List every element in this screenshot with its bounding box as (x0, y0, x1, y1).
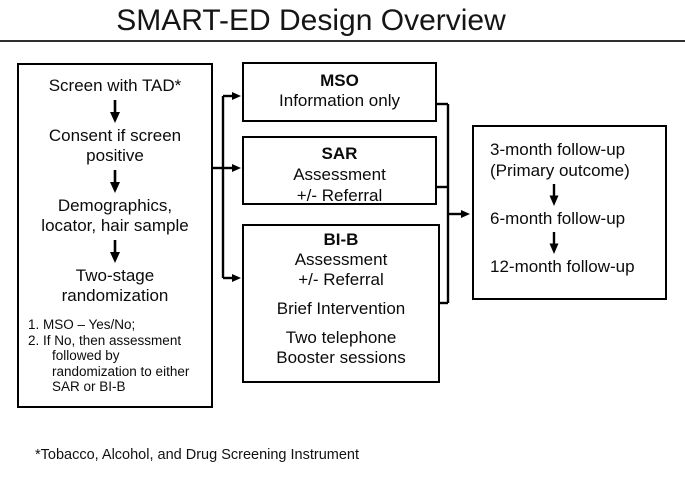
screening-step: Two-stage randomization (61, 266, 169, 305)
note-line: 2. If No, then assessment (28, 332, 182, 348)
arm-box-sar: SAR Assessment +/- Referral (242, 136, 437, 205)
footnote: *Tobacco, Alcohol, and Drug Screening In… (35, 447, 360, 463)
slide-title: SMART-ED Design Overview (116, 4, 506, 37)
down-arrow-icon (549, 232, 559, 254)
note-line: randomization to either (52, 363, 190, 379)
followup-line: 12-month follow-up (490, 257, 635, 276)
followup-line: (Primary outcome) (490, 161, 630, 180)
followup-line: 6-month follow-up (490, 209, 626, 228)
arm-line: Information only (279, 91, 400, 110)
screening-step: Screen with TAD* (48, 76, 182, 95)
down-arrow-icon (110, 240, 120, 263)
followup-line: 3-month follow-up (490, 140, 626, 159)
title-divider (0, 40, 685, 42)
arm-line: +/- Referral (298, 270, 384, 289)
arm-line: Brief Intervention (276, 299, 406, 318)
arm-title: SAR (321, 144, 358, 163)
screening-box: Screen with TAD* Consent if screen posit… (17, 63, 213, 408)
note-line: followed by (52, 348, 120, 363)
arm-line: Assessment (294, 250, 388, 269)
note-line: 1. MSO – Yes/No; (28, 317, 136, 332)
arm-line: Booster sessions (276, 348, 406, 367)
arm-title: BI-B (323, 230, 359, 249)
arm-line: Two telephone (285, 328, 397, 347)
down-arrow-icon (549, 184, 559, 206)
arm-line: Assessment (293, 165, 386, 184)
arm-box-mso: MSO Information only (242, 62, 437, 122)
arm-box-bib: BI-B Assessment +/- Referral Brief Inter… (242, 224, 440, 383)
arm-title: MSO (320, 71, 359, 90)
screening-step: Demographics, locator, hair sample (41, 196, 189, 235)
note-line: SAR or BI-B (52, 379, 126, 394)
screening-step: Consent if screen positive (48, 126, 182, 165)
randomization-notes: 1. MSO – Yes/No; 2. If No, then assessme… (19, 317, 211, 395)
down-arrow-icon (110, 170, 120, 193)
arm-line: +/- Referral (296, 186, 383, 205)
down-arrow-icon (110, 100, 120, 123)
followup-box: 3-month follow-up (Primary outcome) 6-mo… (472, 125, 667, 300)
